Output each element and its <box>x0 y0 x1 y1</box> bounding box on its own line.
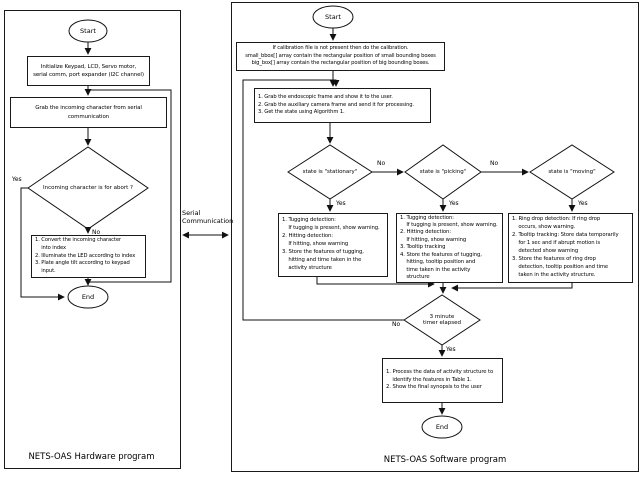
hw-action-text: 1. Convert the incoming character into i… <box>35 237 136 275</box>
sw-yes-label-3: Yes <box>578 200 588 207</box>
sw-stationary-actions-box: 1. Tugging detection: If tugging is pres… <box>278 213 388 277</box>
serial-communication-label: Serial Communication <box>182 209 234 226</box>
sw-frame-box: 1. Grab the endoscopic frame and show it… <box>254 88 431 123</box>
sw-picking-actions-text: 1. Tugging detection: If tugging is pres… <box>400 214 498 280</box>
hw-grab-box: Grab the incoming character from serial … <box>10 97 167 128</box>
sw-yes-label-1: Yes <box>336 200 346 207</box>
hw-end-label: End <box>81 293 95 301</box>
hw-abort-diamond-shape <box>27 146 149 230</box>
sw-picking-diamond-label: state is "picking" <box>419 169 467 175</box>
sw-calibration-text: If calibration file is not present then … <box>245 44 436 67</box>
sw-no-label-2: No <box>490 160 499 167</box>
hardware-program-label: NETS-OAS Hardware program <box>28 452 155 462</box>
hw-grab-text: Grab the incoming character from serial … <box>35 105 144 120</box>
sw-moving-out <box>451 283 573 292</box>
sw-stationary-diamond-label: state is "stationary" <box>302 169 358 175</box>
sw-no-label-1: No <box>377 160 386 167</box>
sw-timer-diamond-shape <box>403 294 481 346</box>
sw-process-box: 1. Process the data of activity structur… <box>382 358 503 403</box>
sw-moving-diamond-shape <box>529 144 615 200</box>
hw-start-label: Start <box>80 27 96 35</box>
software-program-label: NETS-OAS Software program <box>383 455 507 465</box>
hw-action-box: 1. Convert the incoming character into i… <box>31 235 146 278</box>
hw-init-text: Initialize Keypad, LCD, Servo motor, ser… <box>33 63 144 78</box>
sw-timer-yes-label: Yes <box>446 346 456 353</box>
sw-stationary-actions-text: 1. Tugging detection: If tugging is pres… <box>282 217 380 271</box>
sw-timer-no-label: No <box>392 321 401 328</box>
hw-no-label: No <box>92 229 101 236</box>
sw-start-label: Start <box>325 13 341 21</box>
sw-end-ellipse <box>421 415 463 439</box>
hw-end-ellipse <box>67 285 109 309</box>
sw-process-text: 1. Process the data of activity structur… <box>386 368 494 391</box>
sw-moving-actions-text: 1. Ring drop detection: If ring drop occ… <box>512 216 619 278</box>
sw-moving-actions-box: 1. Ring drop detection: If ring drop occ… <box>508 213 633 283</box>
sw-calibration-box: If calibration file is not present then … <box>236 42 445 71</box>
hw-init-box: Initialize Keypad, LCD, Servo motor, ser… <box>27 56 150 86</box>
sw-stationary-out <box>316 277 435 288</box>
sw-picking-actions-box: 1. Tugging detection: If tugging is pres… <box>396 213 503 283</box>
sw-timer-no-loop <box>242 79 404 321</box>
sw-moving-diamond-label: state is "moving" <box>548 169 596 175</box>
sw-yes-label-2: Yes <box>449 200 459 207</box>
hw-yes-label: Yes <box>12 176 22 183</box>
sw-timer-diamond-label: 3 minute timer elapsed <box>423 314 461 326</box>
hw-loop-back <box>88 89 172 283</box>
hw-yes-path <box>20 187 65 301</box>
sw-frame-text: 1. Grab the endoscopic frame and show it… <box>258 93 415 116</box>
hw-abort-diamond-label: Incoming character is for abort ? <box>43 185 133 191</box>
sw-end-label: End <box>435 423 449 431</box>
